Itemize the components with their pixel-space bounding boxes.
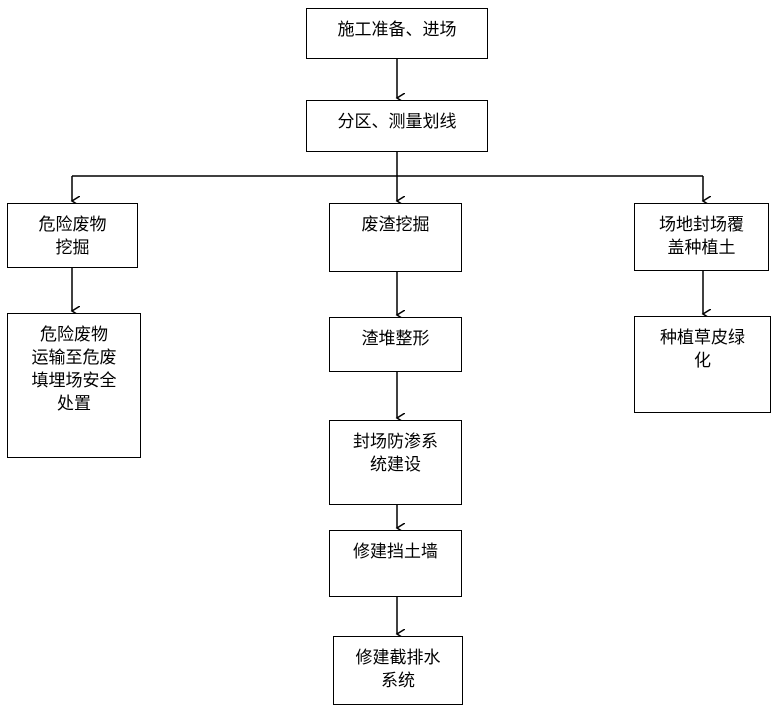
center-step4-label: 修建挡土墙 (353, 542, 438, 562)
start-label: 施工准备、进场 (337, 20, 457, 40)
center-step2-label: 渣堆整形 (361, 329, 430, 349)
left-step2-line4: 处置 (57, 394, 91, 414)
left-step2-line1: 危险废物 (40, 325, 108, 345)
start-box: 施工准备、进场 (306, 8, 488, 59)
right-step1-box: 场地封场覆 盖种植土 (634, 203, 769, 271)
center-step1-label: 废渣挖掘 (361, 215, 430, 235)
left-step1-line2: 挖掘 (55, 238, 90, 258)
center-step5-box: 修建截排水 系统 (333, 636, 463, 705)
center-step3-box: 封场防渗系 统建设 (329, 420, 462, 505)
left-step2-box: 危险废物 运输至危废 填埋场安全 处置 (7, 313, 141, 458)
right-step1-line1: 场地封场覆 (659, 215, 744, 235)
left-step1-box: 危险废物 挖掘 (7, 203, 138, 268)
center-step5-line2: 系统 (381, 671, 415, 691)
right-step2-line2: 化 (694, 351, 711, 371)
center-step5-line1: 修建截排水 (355, 648, 441, 668)
right-step1-line2: 盖种植土 (667, 238, 736, 258)
left-step1-line1: 危险废物 (38, 215, 107, 235)
left-step2-line3: 填埋场安全 (31, 371, 117, 391)
right-step2-line1: 种植草皮绿 (660, 328, 745, 348)
zoning-label: 分区、测量划线 (337, 112, 457, 132)
center-step1-box: 废渣挖掘 (329, 203, 462, 272)
center-step2-box: 渣堆整形 (329, 317, 462, 372)
center-step4-box: 修建挡土墙 (329, 530, 462, 597)
center-step3-line1: 封场防渗系 (353, 432, 438, 452)
zoning-box: 分区、测量划线 (306, 100, 488, 152)
right-step2-box: 种植草皮绿 化 (634, 316, 771, 413)
left-step2-line2: 运输至危废 (31, 348, 117, 368)
center-step3-line2: 统建设 (370, 455, 421, 475)
